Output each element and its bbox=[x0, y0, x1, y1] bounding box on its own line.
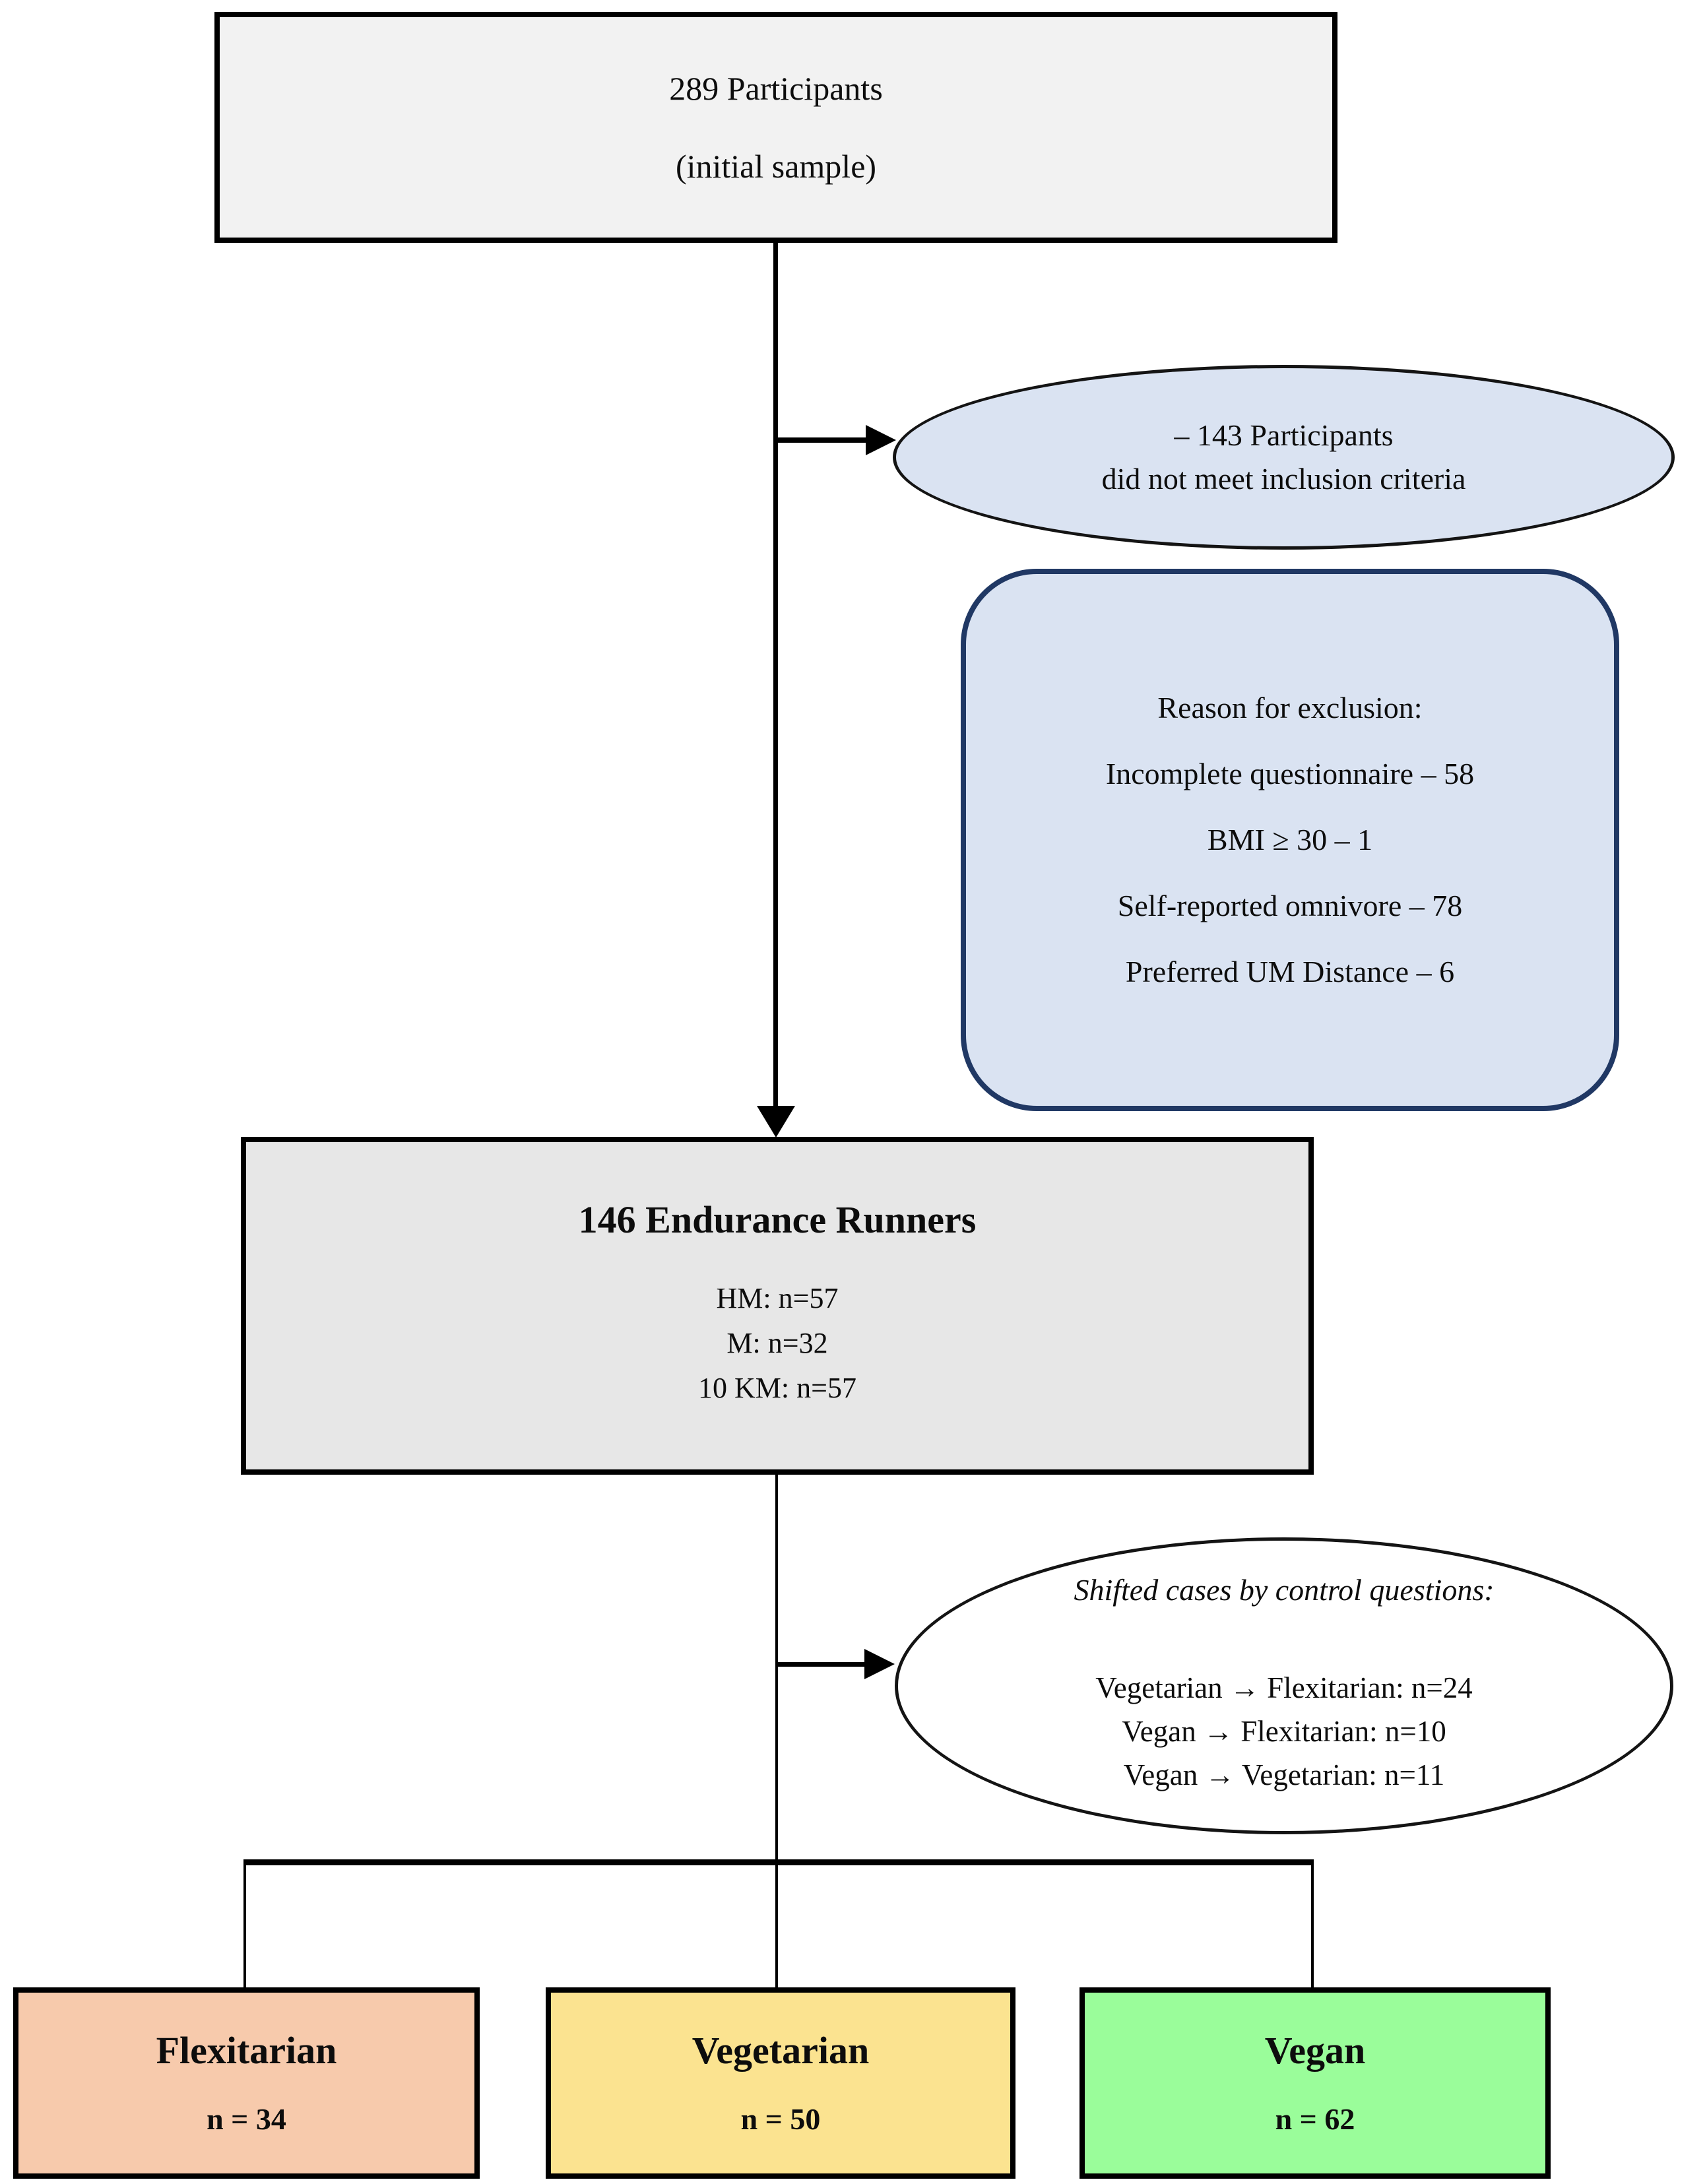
runners-distance-item: M: n=32 bbox=[726, 1327, 828, 1359]
node-excluded-participants: – 143 Participants did not meet inclusio… bbox=[893, 365, 1675, 550]
arrowhead-right-icon bbox=[864, 1649, 895, 1679]
connector-branch-shifted bbox=[778, 1662, 867, 1667]
shifted-case-item: Vegetarian → Flexitarian: n=24 bbox=[1095, 1671, 1473, 1704]
node-group-vegan: Vegan n = 62 bbox=[1079, 1987, 1551, 2179]
connector-stub-vegetarian bbox=[775, 1865, 778, 1989]
connector-groups-horizontal bbox=[243, 1859, 1314, 1865]
initial-sample-count: 289 Participants bbox=[669, 70, 883, 107]
exclusion-reason-item: BMI ≥ 30 – 1 bbox=[1207, 823, 1373, 856]
exclusion-reason-item: Incomplete questionnaire – 58 bbox=[1105, 757, 1475, 790]
excluded-count: – 143 Participants bbox=[1174, 418, 1394, 452]
group-label: Vegetarian bbox=[692, 2029, 870, 2072]
group-label: Flexitarian bbox=[156, 2029, 337, 2072]
group-count: n = 50 bbox=[740, 2102, 821, 2136]
node-exclusion-reasons: Reason for exclusion: Incomplete questio… bbox=[961, 569, 1619, 1111]
node-shifted-cases: Shifted cases by control questions: Vege… bbox=[895, 1537, 1673, 1834]
node-initial-sample: 289 Participants (initial sample) bbox=[214, 12, 1337, 243]
node-group-vegetarian: Vegetarian n = 50 bbox=[546, 1987, 1015, 2179]
connector-stub-flexitarian bbox=[243, 1865, 246, 1989]
connector-stub-vegan bbox=[1311, 1865, 1314, 1989]
node-group-flexitarian: Flexitarian n = 34 bbox=[13, 1987, 480, 2179]
group-count: n = 62 bbox=[1275, 2102, 1355, 2136]
shifted-case-item: Vegan → Flexitarian: n=10 bbox=[1122, 1715, 1446, 1748]
group-label: Vegan bbox=[1264, 2029, 1366, 2072]
runners-distance-item: HM: n=57 bbox=[716, 1282, 839, 1314]
arrowhead-right-icon bbox=[866, 425, 896, 455]
exclusion-reasons-title: Reason for exclusion: bbox=[1157, 691, 1423, 724]
exclusion-reason-item: Self-reported omnivore – 78 bbox=[1117, 889, 1463, 922]
exclusion-reason-item: Preferred UM Distance – 6 bbox=[1125, 955, 1455, 988]
node-endurance-runners: 146 Endurance Runners HM: n=57 M: n=32 1… bbox=[241, 1137, 1314, 1475]
connector-initial-to-runners bbox=[773, 243, 778, 1108]
runners-distance-item: 10 KM: n=57 bbox=[698, 1372, 856, 1404]
arrowhead-down-icon bbox=[757, 1106, 795, 1138]
endurance-runners-title: 146 Endurance Runners bbox=[578, 1198, 977, 1241]
excluded-label: did not meet inclusion criteria bbox=[1101, 462, 1466, 496]
group-count: n = 34 bbox=[207, 2102, 286, 2136]
initial-sample-label: (initial sample) bbox=[675, 148, 877, 185]
shifted-cases-title: Shifted cases by control questions: bbox=[1074, 1573, 1495, 1607]
connector-runners-to-groups bbox=[775, 1475, 778, 1862]
connector-branch-excluded bbox=[776, 437, 868, 443]
shifted-case-item: Vegan → Vegetarian: n=11 bbox=[1123, 1758, 1445, 1791]
